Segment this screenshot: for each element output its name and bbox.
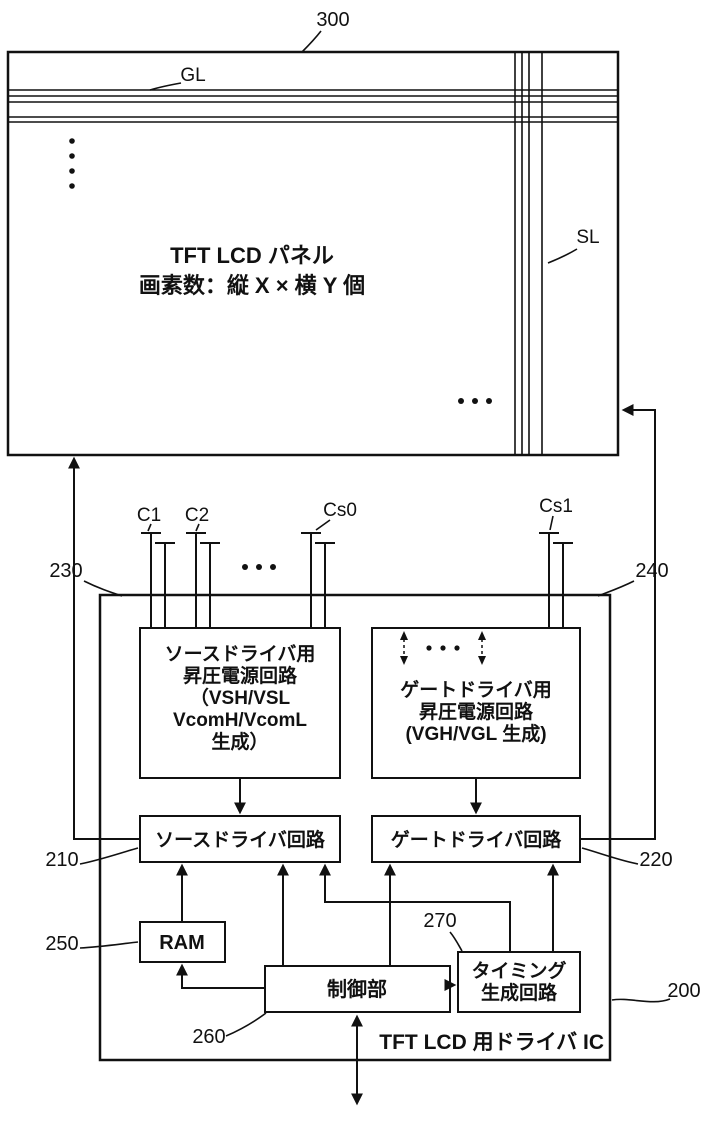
capacitor-c2-label: C2 (185, 505, 209, 526)
gate-boost-line3: (VGH/VGL 生成) (405, 722, 546, 745)
ref-260-leader (225, 1012, 267, 1037)
panel-ref-leader (301, 30, 322, 53)
driver-ic-name: TFT LCD 用ドライバ IC (379, 1031, 604, 1054)
gate-boost-ellipsis (400, 631, 486, 665)
source-boost-line4: VcomH/VcomL (173, 710, 307, 731)
timing-to-source-driver-arrow (319, 863, 511, 952)
capacitor-c2-leader (195, 523, 200, 532)
gate-driver-label: ゲートドライバ回路 (391, 828, 563, 851)
ref-220-leader (581, 847, 639, 865)
ref-220: 220 (639, 849, 672, 871)
capacitor-cs0-label: Cs0 (323, 500, 357, 521)
gate-line-leader (149, 82, 182, 91)
capacitor-cs0: Cs0 (301, 500, 357, 628)
control-to-ram-arrow (176, 963, 265, 989)
source-boost-line2: 昇圧電源回路 (183, 664, 298, 687)
ref-260: 260 (192, 1026, 225, 1048)
source-boost-block: ソースドライバ用 昇圧電源回路 （VSH/VSL VcomH/VcomL 生成） (139, 627, 341, 779)
ref-240-leader (597, 580, 635, 597)
timing-line2: 生成回路 (481, 981, 558, 1004)
source-line-label: SL (576, 227, 599, 248)
timing-outline (457, 951, 581, 1013)
ref-200-leader (611, 998, 671, 1003)
capacitor-ellipsis (242, 564, 276, 570)
ref-230: 230 (49, 560, 82, 582)
source-driver-label: ソースドライバ回路 (155, 828, 326, 851)
ref-250: 250 (45, 933, 78, 955)
ref-210-leader (79, 847, 139, 865)
panel-title: TFT LCD パネル (170, 243, 334, 268)
ref-200: 200 (667, 980, 700, 1002)
panel-ref-number: 300 (316, 9, 349, 31)
timing-line1: タイミング (471, 959, 566, 982)
source-boost-line5: 生成） (211, 730, 268, 753)
lcd-panel: TFT LCD パネル 画素数：縦 X × 横 Y 個 GL SL 300 (6, 9, 620, 457)
ram-outline (139, 921, 226, 963)
capacitor-c1-leader (147, 523, 152, 532)
panel-vertical-ellipsis (69, 138, 75, 189)
capacitor-c1-label: C1 (137, 505, 161, 526)
external-capacitors: C1 C2 Cs0 (137, 496, 573, 628)
source-lines (514, 52, 543, 455)
control-label: 制御部 (327, 977, 387, 1001)
ram-label: RAM (159, 932, 205, 954)
capacitor-cs0-leader (315, 519, 331, 531)
source-output-wire (68, 456, 140, 840)
control-block: 制御部 (264, 965, 451, 1013)
gate-lines (8, 89, 618, 123)
gate-boost-outline (371, 627, 581, 779)
capacitor-cs1-label: Cs1 (539, 496, 573, 517)
gate-output-wire (580, 404, 656, 840)
gate-driver-outline (371, 815, 581, 863)
gate-line-label: GL (180, 65, 205, 86)
gate-boost-line2: 昇圧電源回路 (419, 700, 534, 723)
capacitor-cs1-leader (549, 515, 554, 531)
ref-240: 240 (635, 560, 668, 582)
ref-210: 210 (45, 849, 78, 871)
source-boost-line3: （VSH/VSL (190, 686, 291, 709)
gate-boost-block: ゲートドライバ用 昇圧電源回路 (VGH/VGL 生成) (371, 627, 581, 779)
timing-block: タイミング 生成回路 (457, 951, 581, 1013)
ref-230-leader (83, 580, 123, 597)
panel-horizontal-ellipsis (458, 398, 492, 404)
ref-250-leader (79, 941, 139, 949)
source-driver-block: ソースドライバ回路 (139, 815, 341, 863)
panel-pixel-count: 画素数：縦 X × 横 Y 個 (139, 273, 365, 298)
ram-block: RAM (139, 921, 226, 963)
gate-boost-line1: ゲートドライバ用 (400, 679, 552, 701)
capacitor-cs1: Cs1 (539, 496, 573, 628)
ref-270-leader (449, 931, 463, 952)
source-line-leader (547, 248, 578, 264)
capacitor-c1: C1 (137, 505, 175, 628)
source-driver-outline (139, 815, 341, 863)
lcd-panel-outline (6, 50, 620, 457)
capacitor-c2: C2 (185, 505, 220, 628)
reference-numbers: 230 240 210 220 250 260 270 200 (45, 560, 700, 1048)
ref-270: 270 (423, 910, 456, 932)
gate-driver-block: ゲートドライバ回路 (371, 815, 581, 863)
source-boost-line1: ソースドライバ用 (165, 643, 316, 665)
